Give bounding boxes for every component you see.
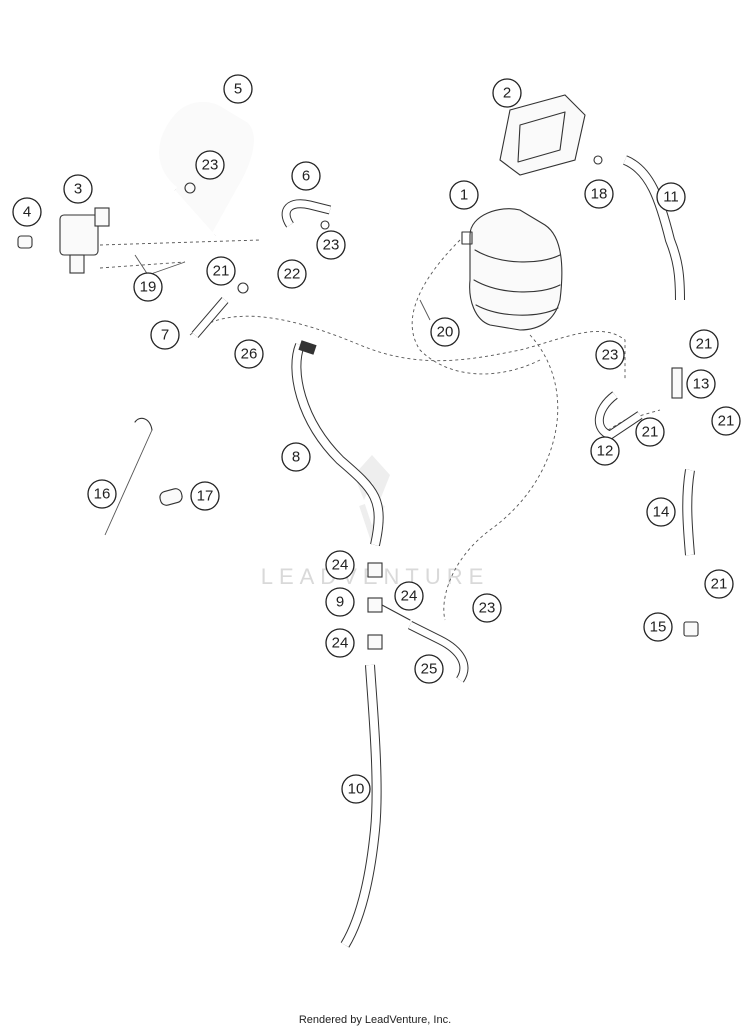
callout-22: 22 (277, 259, 307, 289)
callout-2: 2 (492, 78, 522, 108)
hose-25-part (407, 620, 469, 683)
hose-6-part (281, 199, 332, 230)
tie-strap-part (104, 417, 183, 536)
callout-16: 16 (87, 479, 117, 509)
svg-text:22: 22 (284, 266, 301, 283)
svg-text:3: 3 (74, 181, 82, 198)
callout-18: 18 (584, 179, 614, 209)
callout-21-c: 21 (635, 417, 665, 447)
svg-text:21: 21 (696, 336, 713, 353)
svg-text:8: 8 (292, 449, 300, 466)
callout-5: 5 (223, 74, 253, 104)
callout-23-c: 23 (595, 340, 625, 370)
svg-text:23: 23 (602, 347, 619, 364)
svg-text:10: 10 (348, 781, 365, 798)
svg-text:25: 25 (421, 661, 438, 678)
svg-text:18: 18 (591, 186, 608, 203)
callout-1: 1 (449, 180, 479, 210)
callout-26: 26 (234, 339, 264, 369)
callout-14: 14 (646, 497, 676, 527)
hose-14-part (671, 367, 699, 637)
hose-10-part (340, 664, 382, 948)
callout-7: 7 (150, 320, 180, 350)
callout-20: 20 (430, 317, 460, 347)
callout-23-d: 23 (472, 593, 502, 623)
callout-10: 10 (341, 774, 371, 804)
svg-text:23: 23 (202, 157, 219, 174)
svg-text:23: 23 (323, 237, 340, 254)
svg-text:12: 12 (597, 443, 614, 460)
svg-text:5: 5 (234, 81, 242, 98)
callout-24-c: 24 (325, 628, 355, 658)
svg-text:21: 21 (711, 576, 728, 593)
svg-text:11: 11 (663, 189, 679, 206)
svg-text:7: 7 (161, 327, 169, 344)
svg-text:14: 14 (653, 504, 670, 521)
callout-19: 19 (133, 272, 163, 302)
svg-text:20: 20 (437, 324, 454, 341)
svg-text:21: 21 (642, 424, 659, 441)
callout-23-a: 23 (195, 150, 225, 180)
svg-text:1: 1 (460, 187, 468, 204)
callout-24-a: 24 (325, 550, 355, 580)
callout-21-a: 21 (206, 256, 236, 286)
svg-text:21: 21 (718, 413, 735, 430)
hose-12-part (594, 391, 643, 440)
callout-24-b: 24 (394, 581, 424, 611)
callout-21-b: 21 (689, 329, 719, 359)
leader-lines (134, 254, 431, 321)
svg-text:16: 16 (94, 486, 111, 503)
svg-text:19: 19 (140, 279, 157, 296)
callout-11: 11 (656, 182, 686, 212)
svg-text:6: 6 (302, 168, 310, 185)
svg-text:17: 17 (197, 488, 214, 505)
callout-6: 6 (291, 161, 321, 191)
svg-text:15: 15 (650, 619, 667, 636)
footer-credit: Rendered by LeadVenture, Inc. (298, 1014, 452, 1026)
callout-21-d: 21 (711, 406, 741, 436)
purge-valve-part (17, 207, 110, 274)
callout-13: 13 (686, 369, 716, 399)
callout-17: 17 (190, 481, 220, 511)
svg-text:24: 24 (401, 588, 418, 605)
callout-8: 8 (281, 442, 311, 472)
svg-text:4: 4 (23, 204, 31, 221)
callout-15: 15 (643, 612, 673, 642)
hose-8-part (291, 340, 384, 547)
svg-text:2: 2 (503, 85, 511, 102)
svg-text:26: 26 (241, 346, 258, 363)
callout-4: 4 (12, 197, 42, 227)
bracket-part (499, 94, 586, 176)
canister-part (461, 208, 563, 331)
hose-7-part (191, 282, 249, 338)
svg-text:9: 9 (336, 594, 344, 611)
callout-3: 3 (63, 174, 93, 204)
hose-11-part (593, 155, 685, 301)
callout-12: 12 (590, 436, 620, 466)
svg-text:24: 24 (332, 557, 349, 574)
svg-text:21: 21 (213, 263, 230, 280)
tee-connector-part (367, 562, 411, 650)
svg-text:24: 24 (332, 635, 349, 652)
svg-text:23: 23 (479, 600, 496, 617)
callout-23-b: 23 (316, 230, 346, 260)
callout-21-e: 21 (704, 569, 734, 599)
callout-25: 25 (414, 654, 444, 684)
svg-text:13: 13 (693, 376, 710, 393)
callout-9: 9 (325, 587, 355, 617)
